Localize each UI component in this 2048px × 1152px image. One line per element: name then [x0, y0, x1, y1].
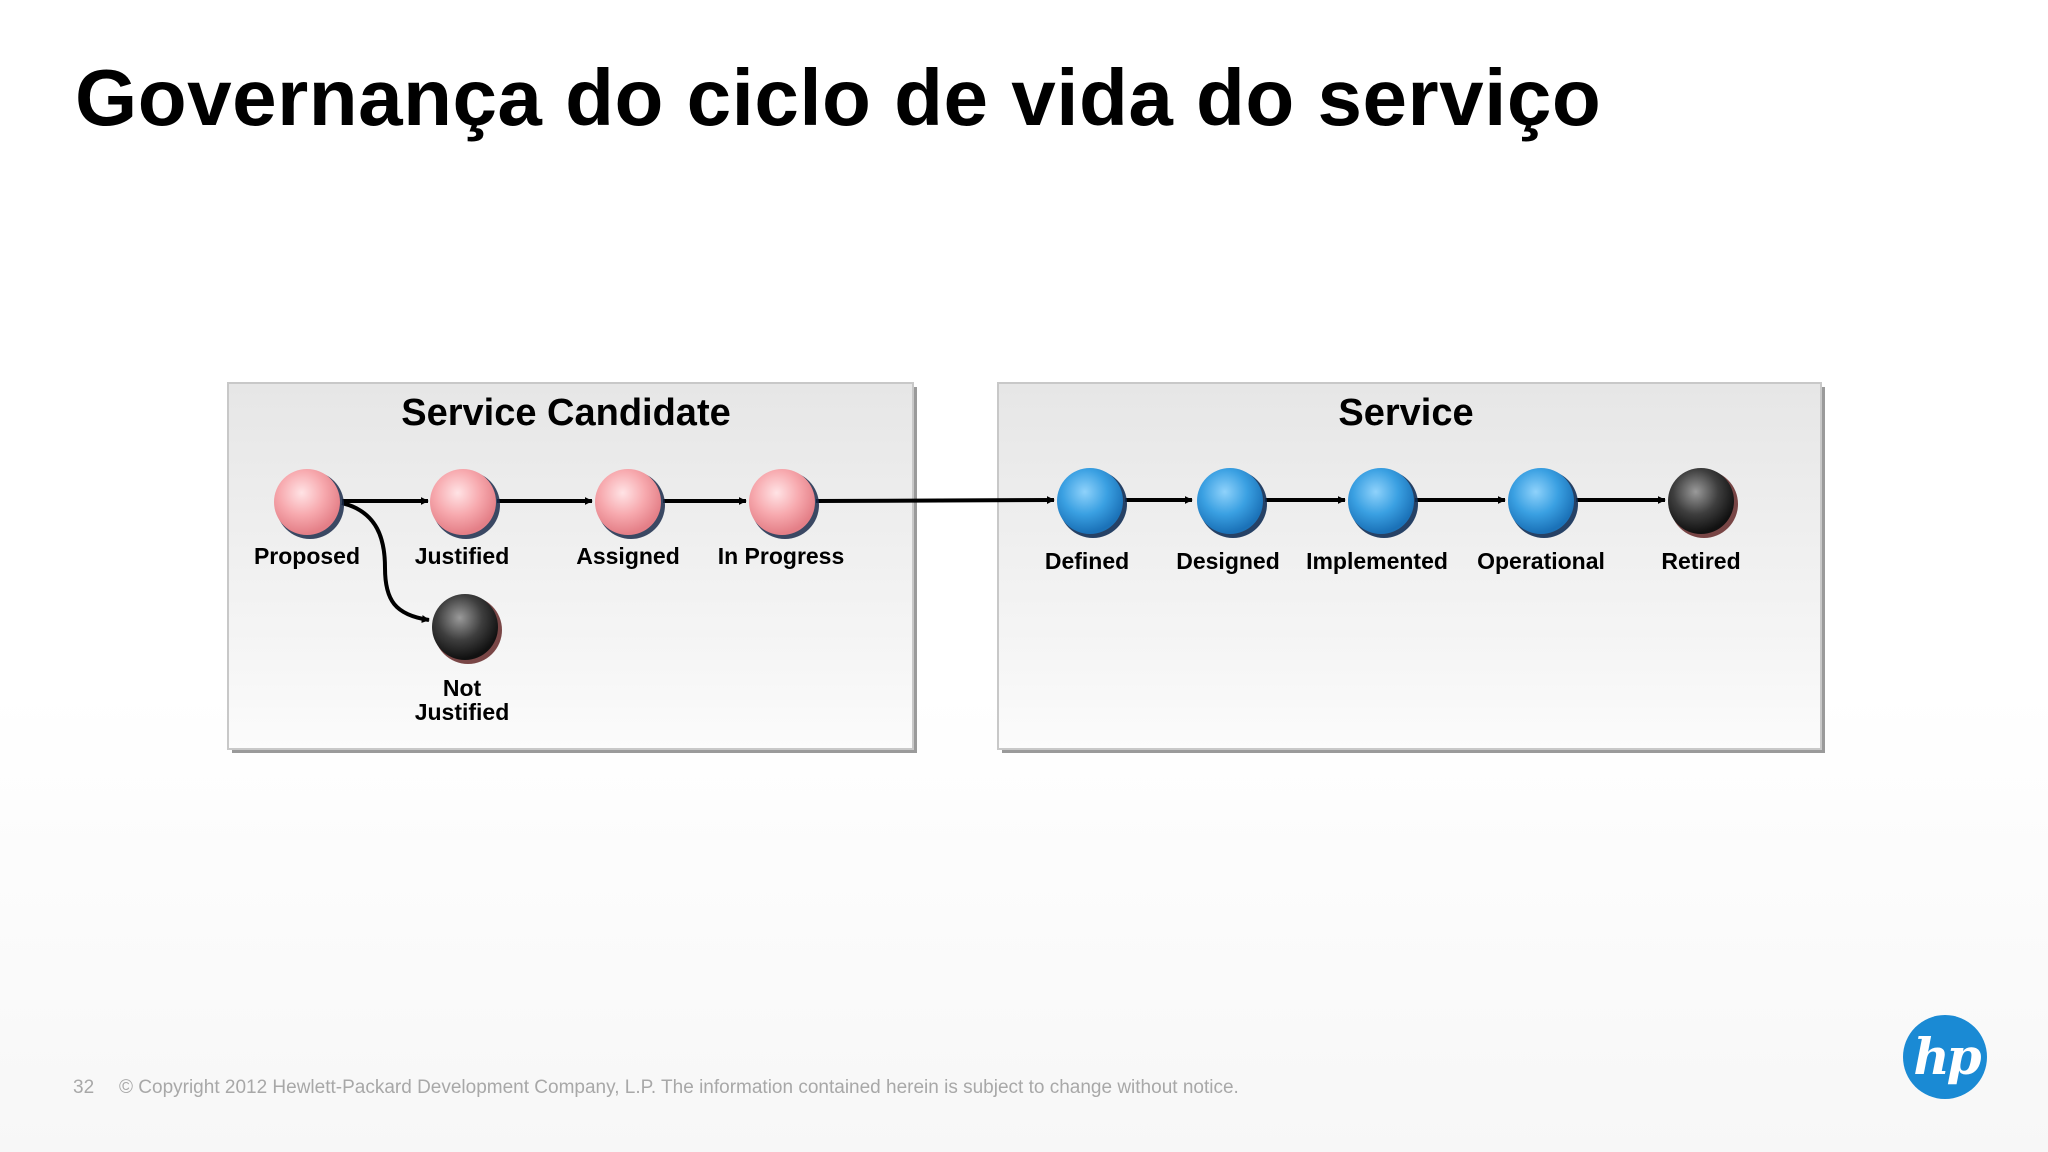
state-node — [432, 594, 498, 660]
transition-arrows — [341, 496, 1666, 623]
state-not-justified: Not Justified — [415, 594, 510, 725]
candidate-panel-box — [227, 382, 914, 750]
state-node — [1508, 468, 1574, 534]
state-designed: Designed — [1176, 468, 1280, 574]
state-retired: Retired — [1661, 468, 1741, 574]
state-node — [1668, 468, 1734, 534]
service-panel: Service — [997, 382, 1825, 753]
hp-logo-icon: hp — [1903, 1015, 1987, 1099]
state-label: Implemented — [1306, 548, 1448, 574]
arrow-inprogress-defined — [815, 496, 1055, 505]
state-label: In Progress — [718, 543, 845, 569]
hp-logo-text: hp — [1913, 1027, 1981, 1086]
state-node — [595, 469, 661, 535]
state-label: Assigned — [576, 543, 680, 569]
state-implemented: Implemented — [1306, 468, 1448, 574]
slide-title: Governança do ciclo de vida do serviço — [75, 53, 1602, 142]
state-label: Defined — [1045, 548, 1129, 574]
state-defined: Defined — [1045, 468, 1129, 574]
copyright-notice: © Copyright 2012 Hewlett-Packard Develop… — [119, 1077, 1239, 1098]
state-node — [1348, 468, 1414, 534]
hp-logo-circle — [1903, 1015, 1987, 1099]
state-operational: Operational — [1477, 468, 1605, 574]
state-in-progress: In Progress — [718, 469, 845, 569]
candidate-panel: Service Candidate — [227, 382, 917, 753]
state-node — [430, 469, 496, 535]
state-node — [274, 469, 340, 535]
state-label: Proposed — [254, 543, 360, 569]
arrow-proposed-notjustified — [341, 501, 430, 623]
state-node — [749, 469, 815, 535]
state-justified: Justified — [415, 469, 510, 569]
state-label: Designed — [1176, 548, 1280, 574]
state-label: Retired — [1661, 548, 1740, 574]
state-node — [1197, 468, 1263, 534]
state-assigned: Assigned — [576, 469, 680, 569]
state-label-line1: Not — [443, 675, 482, 701]
candidate-panel-heading: Service Candidate — [401, 392, 730, 434]
state-proposed: Proposed — [254, 469, 360, 569]
service-panel-heading: Service — [1338, 392, 1473, 434]
service-panel-box — [997, 382, 1822, 750]
state-label: Justified — [415, 543, 510, 569]
state-label: Operational — [1477, 548, 1605, 574]
page-number: 32 — [73, 1077, 95, 1098]
state-label-line2: Justified — [415, 699, 510, 725]
state-node — [1057, 468, 1123, 534]
